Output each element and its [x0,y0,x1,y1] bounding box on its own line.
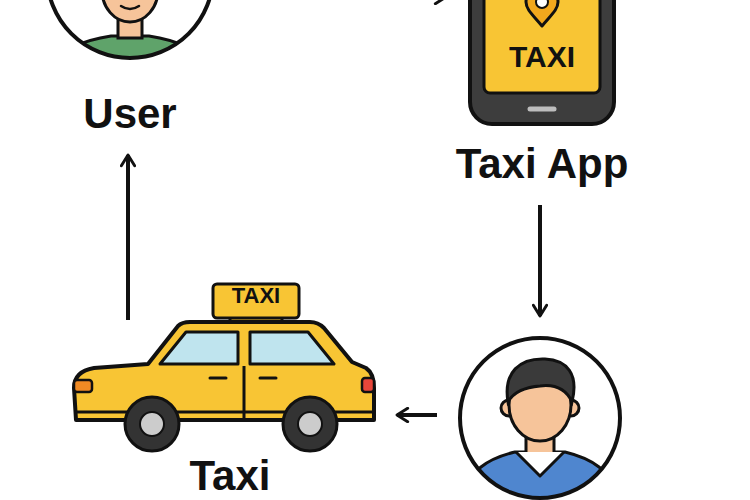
flow-arrow [538,205,542,316]
taxi-car-shape [70,280,380,455]
roof-sign [213,284,299,318]
wheel [283,397,337,451]
app-label: Taxi App [436,143,648,185]
car-window [250,332,334,364]
door-handle [260,377,276,380]
actor-label: User [45,93,215,135]
home-bar [530,107,554,112]
car-window [160,332,238,364]
face [102,0,158,22]
flow-arrow [397,413,437,417]
pin-hole [536,0,548,8]
taillight [362,378,374,392]
hair [507,359,574,402]
hubcap [140,412,164,436]
driver-avatar [460,338,620,500]
door-line [243,366,246,418]
vehicle-label: Taxi [150,455,310,497]
hubcap [298,412,322,436]
collar [516,452,564,476]
phone-screen [484,0,600,93]
door-handle [210,377,226,380]
phone-body [470,0,614,124]
mouth [121,6,139,9]
avatar-ground [460,338,620,498]
headlight [74,380,92,392]
user-avatar-shape [45,0,215,60]
flow-arrow [126,155,130,320]
roof-sign-text: TAXI [213,285,299,307]
shirt [53,36,207,68]
taxi-car: TAXITaxi [70,280,380,455]
user-avatar: User [45,0,215,60]
phone-app: TAXITaxi App [468,0,616,126]
location-pin [526,0,558,26]
avatar-ring [460,338,620,498]
wheel [125,397,179,451]
screen-logo: TAXI [484,42,600,72]
avatar-ring [47,0,213,58]
